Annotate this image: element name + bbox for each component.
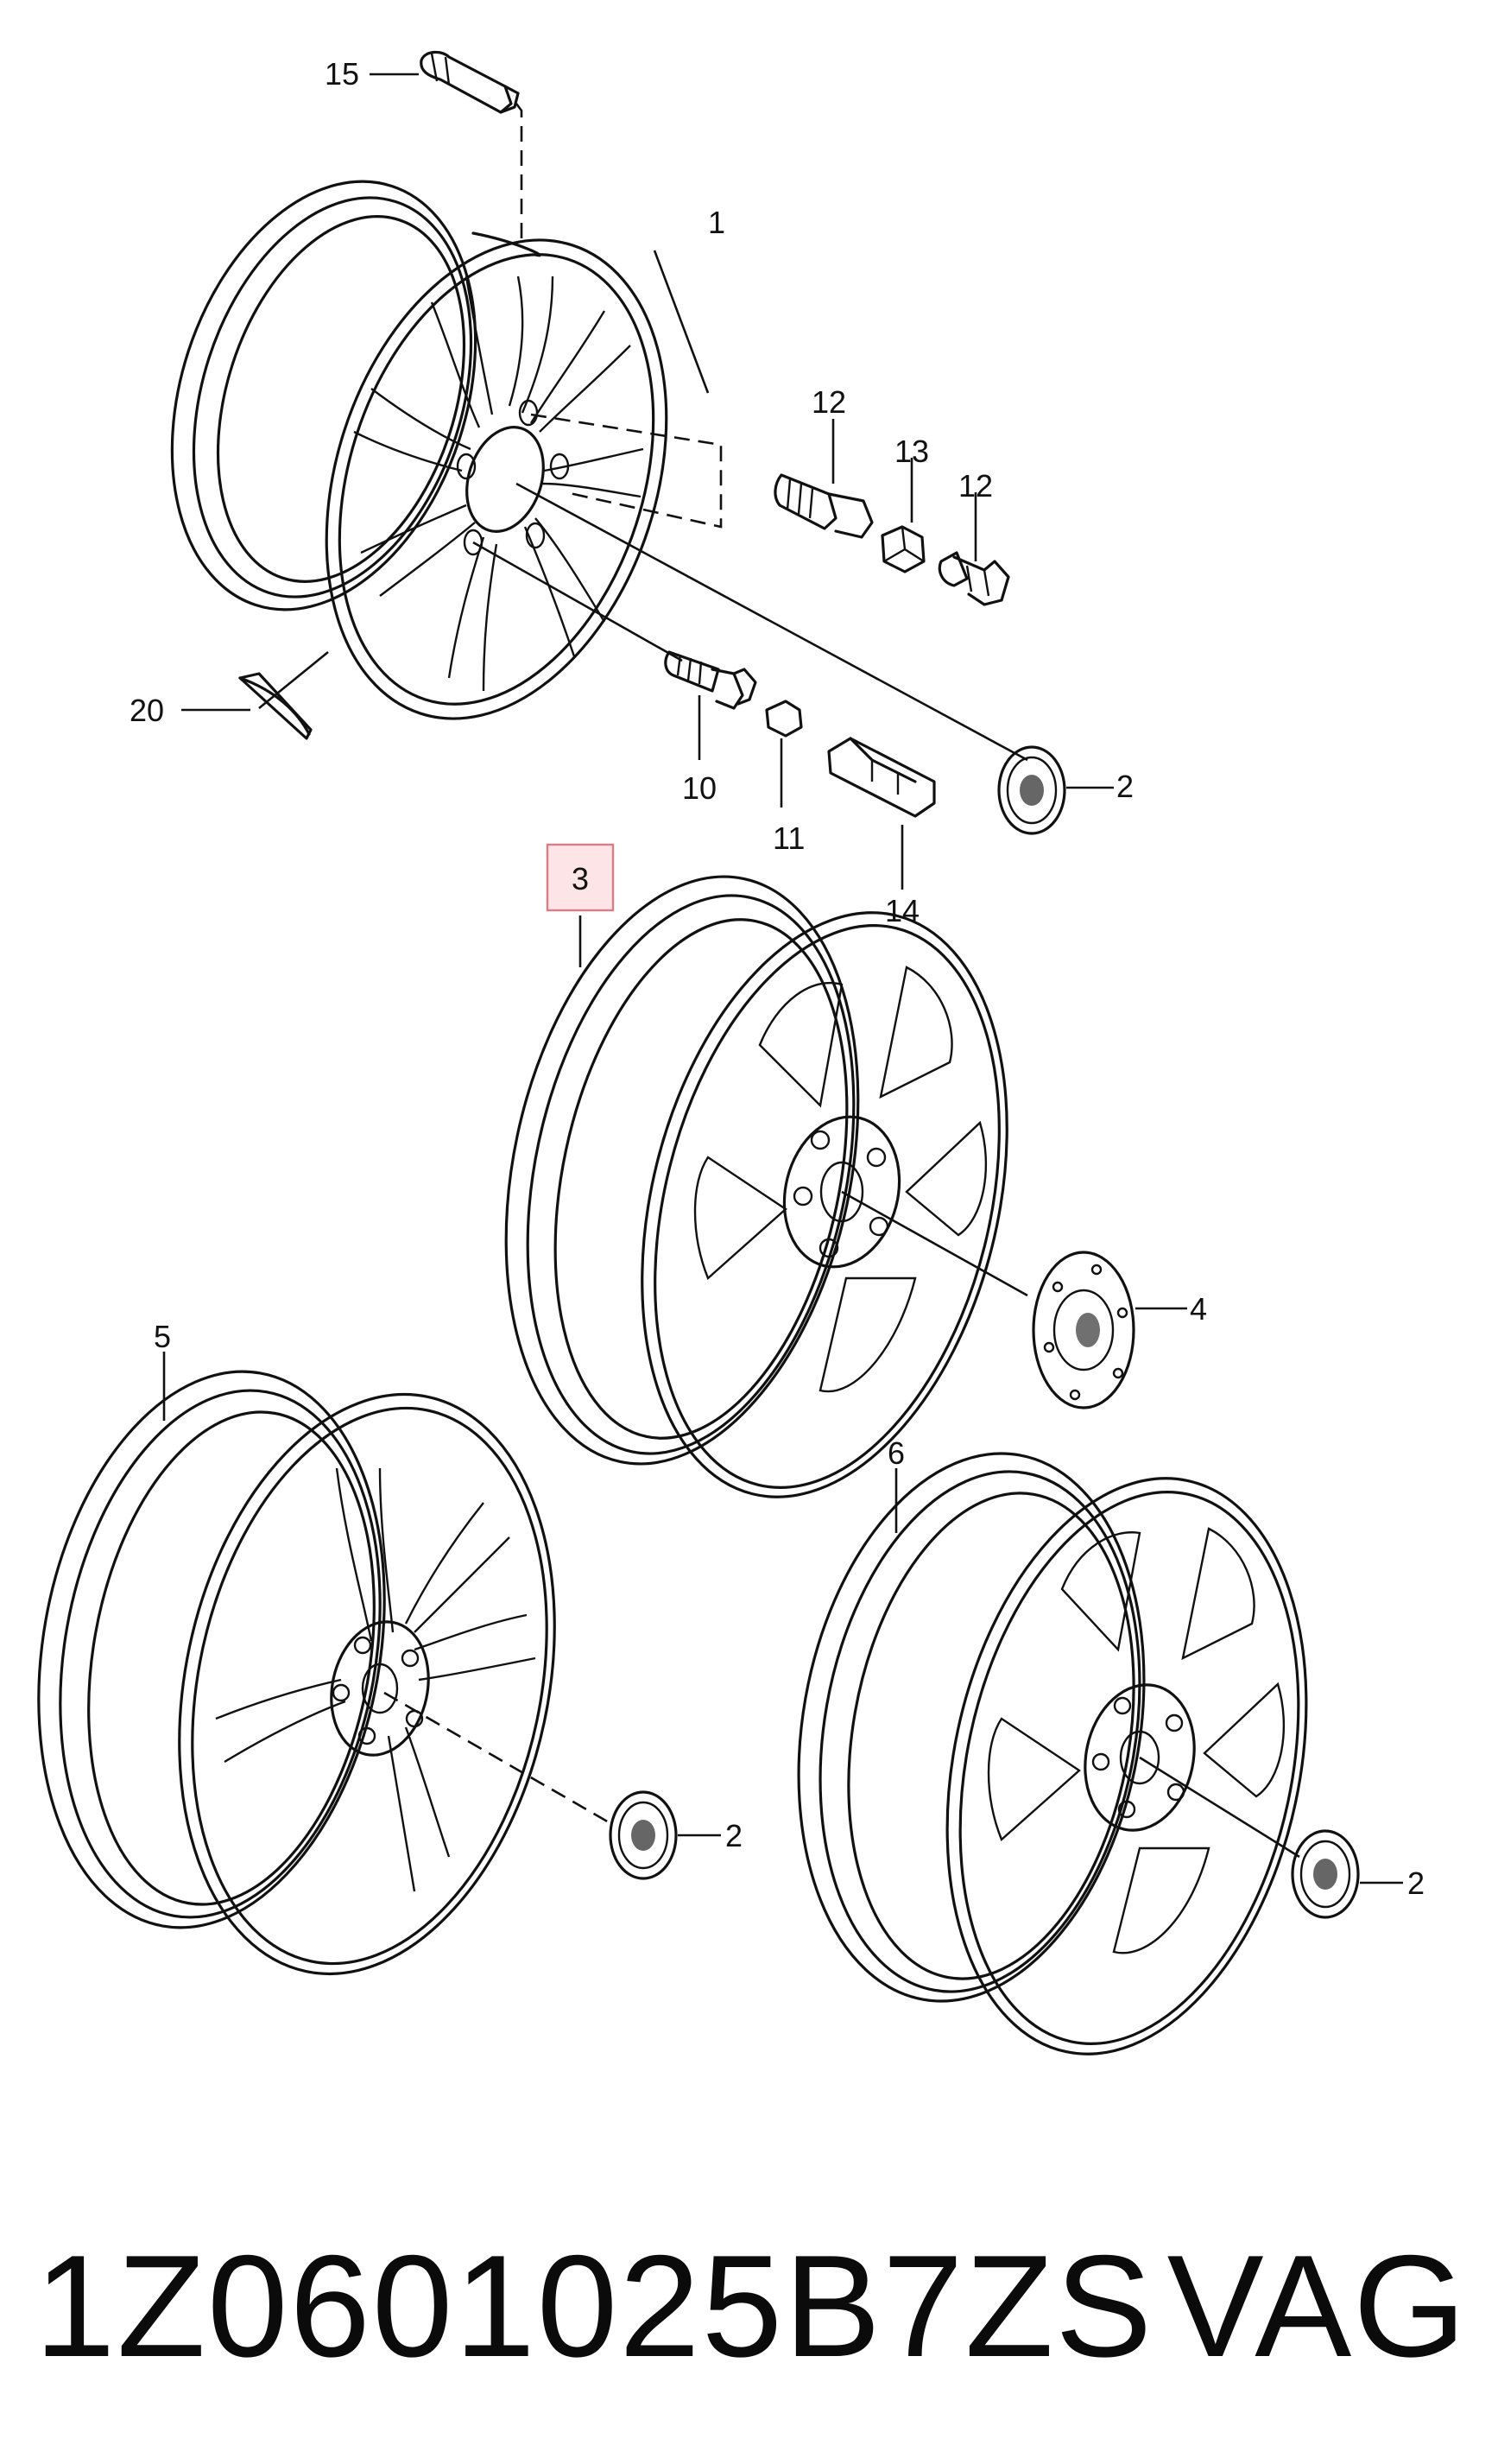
- callout-4: 4: [1190, 1291, 1207, 1327]
- wheel-parts-diagram: 15 1 12 13 12 20 2 10 11 14 3 4 5 6 2 2: [37, 50, 1425, 2055]
- callout-12b: 12: [958, 468, 993, 504]
- wheel-nut-part-13: [881, 458, 926, 573]
- callout-15: 15: [325, 56, 359, 92]
- callout-5: 5: [154, 1319, 171, 1354]
- part-caption: 1Z0601025B7ZS VAG: [35, 2176, 1468, 2435]
- wheel-part-6: [797, 1452, 1308, 2055]
- hub-cap-part-2-left: [609, 1790, 721, 1880]
- callout-2-top: 2: [1116, 769, 1134, 804]
- callout-10: 10: [682, 770, 717, 806]
- wheel-part-1: [170, 180, 1028, 762]
- callout-6: 6: [888, 1435, 905, 1471]
- callout-13: 13: [894, 434, 929, 469]
- valve-part-15: [420, 50, 523, 246]
- brand-name: VAG: [1166, 2224, 1468, 2387]
- callout-14: 14: [885, 893, 920, 928]
- callout-20: 20: [130, 693, 164, 728]
- bolt-cap-part-11: [765, 700, 803, 808]
- part-number: 1Z0601025B7ZS: [35, 2224, 1154, 2387]
- wheel-part-3: [504, 843, 1028, 1498]
- callout-12a: 12: [812, 384, 846, 420]
- wheel-bolt-part-12b: [938, 492, 1010, 606]
- wheel-bolt-part-10: [664, 650, 757, 760]
- callout-11: 11: [773, 820, 805, 856]
- balance-weight-part-20: [181, 650, 329, 740]
- callout-1: 1: [708, 205, 725, 240]
- callout-3: 3: [572, 861, 589, 896]
- hub-cap-part-2-top: [997, 745, 1114, 835]
- centre-plate-part-4: [1032, 1251, 1187, 1409]
- wheel-bolt-part-12: [774, 419, 874, 539]
- callout-2-left: 2: [725, 1818, 743, 1853]
- wheel-part-5: [37, 1352, 610, 1976]
- callout-2-right: 2: [1407, 1865, 1425, 1901]
- bolt-tool-part-14: [827, 737, 936, 890]
- hub-cap-part-2-right: [1291, 1829, 1403, 1919]
